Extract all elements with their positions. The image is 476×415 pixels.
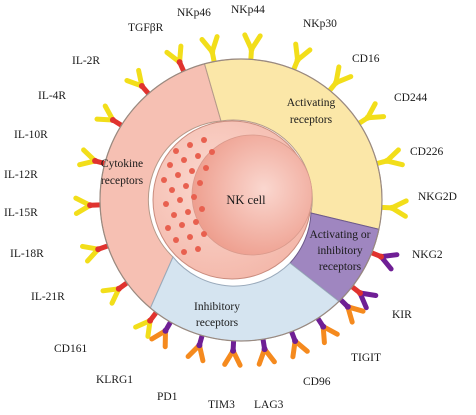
- label-tgfbr: TGFβR: [128, 22, 164, 34]
- inhibitory-receptor-labels: CD161 KLRG1 PD1 TIM3 LAG3 CD96 TIGIT: [54, 343, 381, 411]
- granule-dot: [209, 149, 215, 155]
- receptor-glyph-kir: [346, 281, 379, 311]
- receptor-glyph-lag3: [287, 325, 310, 360]
- granule-dot: [171, 212, 177, 218]
- label-tim3: TIM3: [208, 399, 235, 411]
- activating-inhibitory-receptor-labels: NKG2 KIR: [392, 249, 443, 321]
- label-il12r: IL-12R: [4, 169, 38, 181]
- granule-dot: [195, 246, 201, 252]
- receptor-glyph-cd161: [149, 316, 175, 350]
- receptor-glyph-tigit: [335, 294, 366, 325]
- granule-dot: [195, 153, 201, 159]
- act-inh-sector-label-line3: receptors: [319, 261, 362, 273]
- receptor-glyph-il21r: [133, 306, 162, 339]
- label-il15r: IL-15R: [4, 207, 38, 219]
- label-cd161: CD161: [54, 343, 87, 355]
- receptor-glyph-nkp30: [289, 41, 313, 76]
- center-label: NK cell: [226, 193, 266, 207]
- granule-dot: [187, 142, 193, 148]
- cytokine-sector-label-line2: receptors: [101, 175, 144, 187]
- granule-dot: [199, 206, 205, 212]
- label-il10r: IL-10R: [14, 129, 48, 141]
- receptor-glyph-cd16: [324, 64, 354, 96]
- label-lag3: LAG3: [254, 399, 284, 411]
- inhibitory-sector-label-line1: Inhibitory: [194, 301, 240, 313]
- label-il21r: IL-21R: [31, 291, 65, 303]
- granule-dot: [193, 219, 199, 225]
- granule-dot: [191, 194, 197, 200]
- receptor-glyph-il10r: [77, 147, 112, 168]
- granule-dot: [175, 172, 181, 178]
- cytokine-receptor-labels: TGFβR IL-2R IL-4R IL-10R IL-12R IL-15R I…: [4, 22, 164, 303]
- granule-dot: [169, 187, 175, 193]
- granule-dot: [173, 237, 179, 243]
- receptor-glyph-nkg2: [365, 248, 400, 272]
- granule-dot: [181, 249, 187, 255]
- granule-dot: [181, 157, 187, 163]
- receptor-glyph-il2r: [124, 67, 154, 100]
- label-cd96: CD96: [303, 376, 331, 388]
- cytokine-sector-label-line1: Cytokine: [101, 158, 143, 170]
- label-nkg2d: NKG2D: [418, 191, 457, 203]
- receptor-glyph-cd96: [313, 312, 340, 346]
- label-klrg1: KLRG1: [96, 374, 133, 386]
- receptor-glyph-cd244: [353, 101, 387, 128]
- granule-dot: [187, 234, 193, 240]
- label-cd16: CD16: [352, 53, 380, 65]
- granule-dot: [197, 180, 203, 186]
- granule-dot: [161, 177, 167, 183]
- receptor-glyph-tgfr: [164, 43, 188, 78]
- act-inh-sector-label-line2: inhibitory: [317, 245, 363, 257]
- activating-receptor-labels: NKp46 NKp44 NKp30 CD16 CD244 CD226 NKG2D: [177, 4, 457, 203]
- inhibitory-sector-label-line2: receptors: [196, 317, 239, 329]
- label-nkp30: NKp30: [303, 18, 337, 30]
- granule-dot: [167, 162, 173, 168]
- granule-dot: [185, 209, 191, 215]
- label-pd1: PD1: [157, 391, 178, 403]
- act-inh-sector-label-line1: Activating or: [310, 229, 371, 241]
- label-tigit: TIGIT: [351, 352, 381, 364]
- granule-dot: [201, 231, 207, 237]
- receptor-glyph-il15r: [80, 242, 114, 264]
- label-nkp44: NKp44: [231, 4, 265, 16]
- cell-membrane: [99, 58, 383, 342]
- label-il4r: IL-4R: [38, 90, 66, 102]
- granule-dot: [203, 165, 209, 171]
- label-cd226: CD226: [410, 146, 443, 158]
- label-nkg2: NKG2: [412, 249, 443, 261]
- label-cd244: CD244: [394, 92, 427, 104]
- granule-dot: [179, 222, 185, 228]
- receptor-glyph-cd226: [370, 147, 405, 168]
- activating-sector-label-line2: receptors: [290, 114, 333, 126]
- granule-dot: [163, 201, 169, 207]
- label-il18r: IL-18R: [10, 248, 44, 260]
- granule-dot: [165, 225, 171, 231]
- receptor-glyph-klrg1: [185, 329, 206, 364]
- label-il2r: IL-2R: [72, 55, 100, 67]
- granule-dot: [183, 183, 189, 189]
- receptor-glyph-il18r: [100, 278, 133, 306]
- granule-dot: [201, 137, 207, 143]
- activating-sector-label-line1: Activating: [287, 97, 336, 109]
- label-kir: KIR: [392, 309, 412, 321]
- receptor-glyph-il4r: [94, 103, 128, 130]
- granules: [161, 137, 215, 255]
- label-nkp46: NKp46: [177, 7, 211, 19]
- granule-dot: [173, 148, 179, 154]
- granule-dot: [177, 197, 183, 203]
- granule-dot: [189, 168, 195, 174]
